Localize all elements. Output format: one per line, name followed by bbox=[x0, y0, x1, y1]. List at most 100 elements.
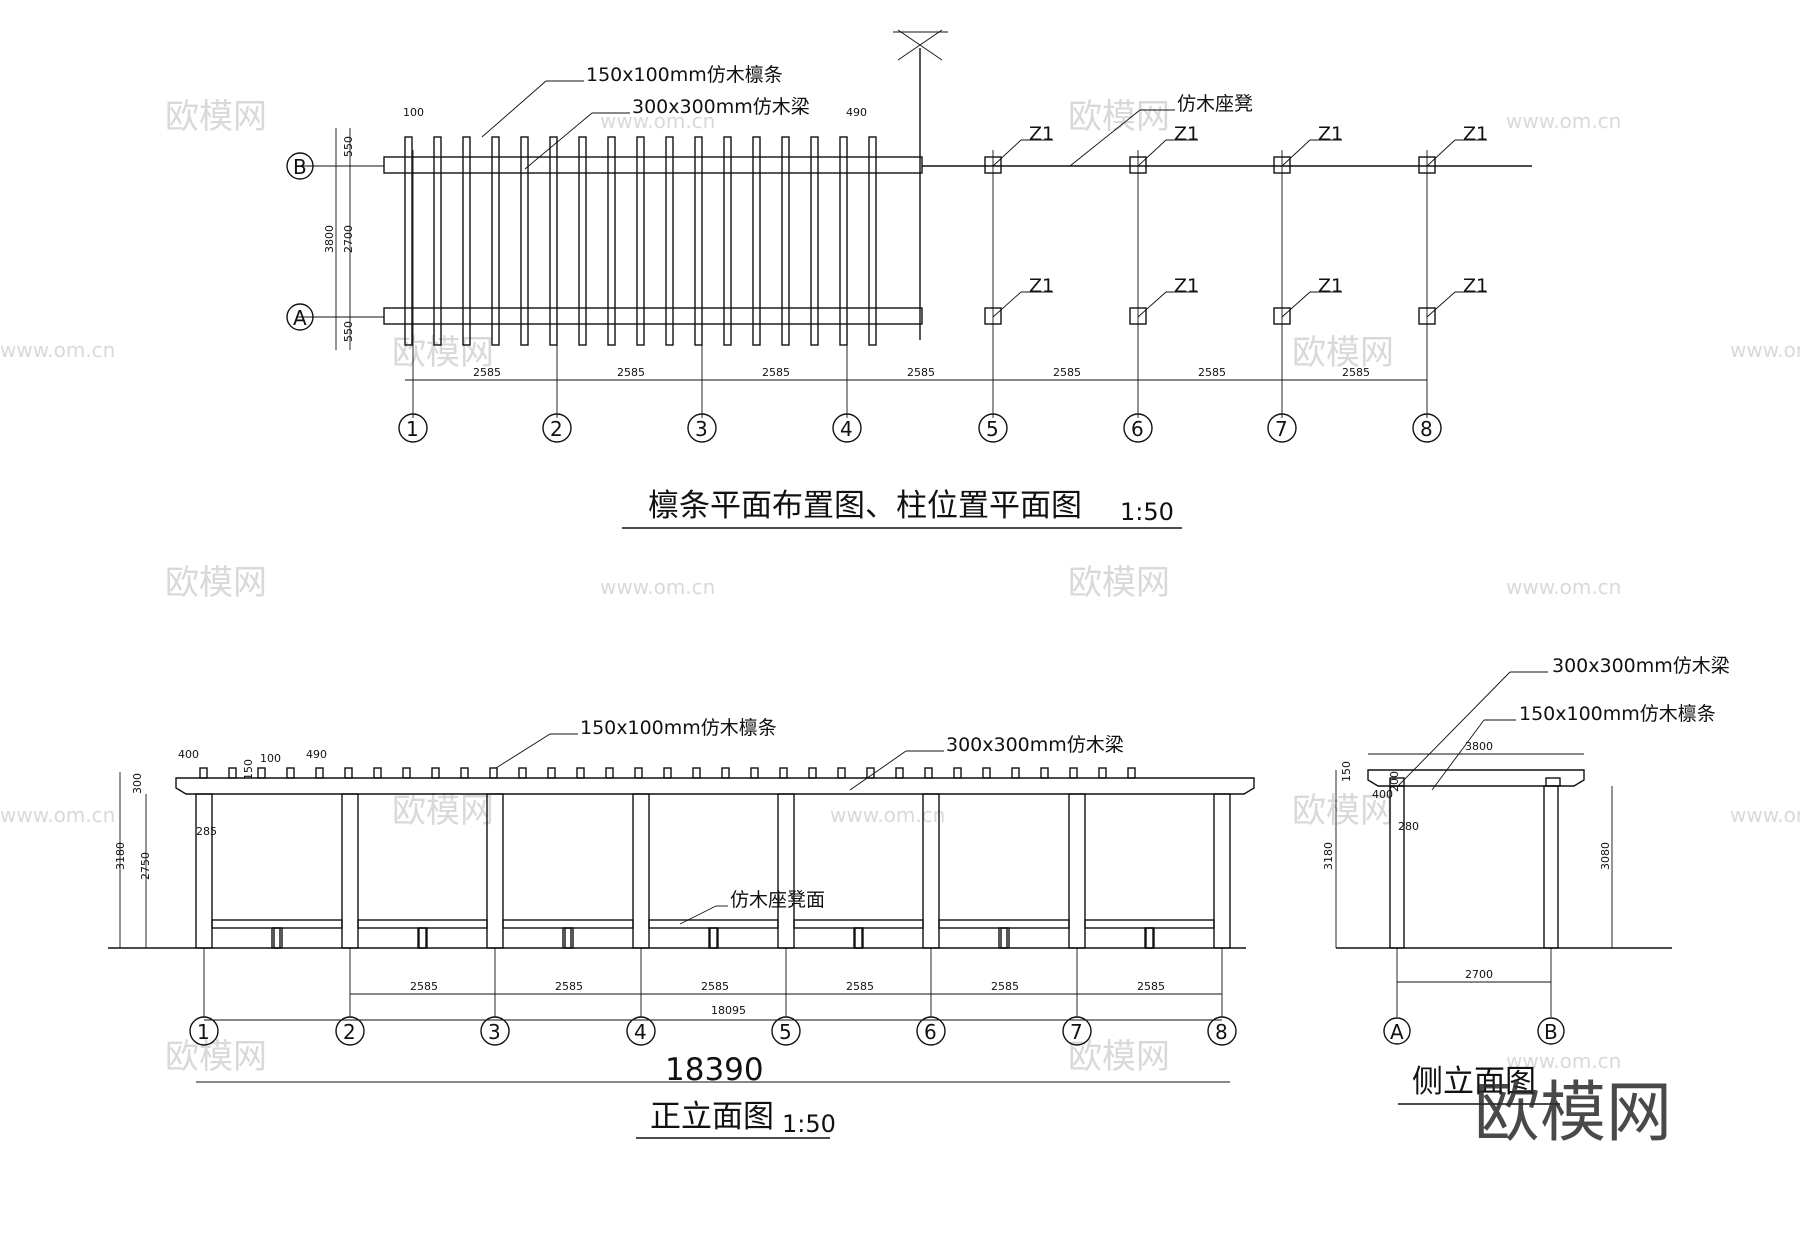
watermark-url-1: www.om.cn bbox=[1506, 575, 1621, 599]
front-seat-1 bbox=[211, 919, 343, 929]
front-axis-label-4: 4 bbox=[634, 1020, 647, 1044]
front-purlin-18 bbox=[721, 767, 730, 779]
front-purlin-6 bbox=[373, 767, 382, 779]
plan-column-b-6 bbox=[1129, 156, 1147, 174]
plan-beam-leader bbox=[524, 112, 593, 170]
front-axis-label-1: 1 bbox=[197, 1020, 210, 1044]
side-column-b bbox=[1543, 785, 1559, 949]
side-dim-400: 400 bbox=[1372, 788, 1393, 801]
plan-dim-2700: 2700 bbox=[342, 225, 355, 253]
watermark-logo-1: 欧模网 bbox=[1068, 97, 1170, 137]
front-purlin-15 bbox=[634, 767, 643, 779]
front-column-2 bbox=[341, 793, 359, 949]
plan-purlin-4 bbox=[520, 136, 529, 346]
front-seat-4 bbox=[648, 919, 779, 929]
front-seat-leg-r-5 bbox=[854, 927, 864, 949]
plan-purlin-11 bbox=[723, 136, 732, 346]
plan-column-tag-b-5: Z1 bbox=[1029, 123, 1054, 145]
plan-row-axis-b bbox=[286, 152, 314, 180]
front-purlin-14 bbox=[605, 767, 614, 779]
front-bay-dim-3: 2585 bbox=[701, 980, 729, 993]
plan-label-bench: 仿木座凳 bbox=[1177, 93, 1253, 115]
front-purlin-19 bbox=[750, 767, 759, 779]
watermark-url-5: www.om.cn bbox=[1730, 803, 1800, 827]
side-dim-200: 200 bbox=[1388, 771, 1401, 792]
front-purlin-4 bbox=[315, 767, 324, 779]
front-dim-490: 490 bbox=[306, 748, 327, 761]
plan-column-a-6 bbox=[1129, 307, 1147, 325]
plan-bay-dim-3: 2585 bbox=[762, 366, 790, 379]
front-column-1 bbox=[195, 793, 213, 949]
front-dim-100: 100 bbox=[260, 752, 281, 765]
plan-axis-label-3: 3 bbox=[695, 417, 708, 441]
plan-purlin-6 bbox=[578, 136, 587, 346]
watermark-logo-0: 欧模网 bbox=[165, 97, 267, 137]
front-seat-5 bbox=[793, 919, 924, 929]
plan-column-tag-a-6: Z1 bbox=[1174, 275, 1199, 297]
front-purlin-22 bbox=[837, 767, 846, 779]
front-seat-7 bbox=[1084, 919, 1215, 929]
plan-axis-circle-2 bbox=[542, 413, 572, 443]
front-axis-label-8: 8 bbox=[1215, 1020, 1228, 1044]
front-seat-leg-l-6 bbox=[998, 927, 1008, 949]
plan-column-tag-a-5: Z1 bbox=[1029, 275, 1054, 297]
front-total-length: 18390 bbox=[665, 1052, 764, 1088]
plan-axis-circle-4 bbox=[832, 413, 862, 443]
front-purlin-12 bbox=[547, 767, 556, 779]
plan-column-b-8 bbox=[1418, 156, 1436, 174]
front-column-5 bbox=[777, 793, 795, 949]
side-beam bbox=[1367, 769, 1585, 787]
front-purlin-9 bbox=[460, 767, 469, 779]
plan-axis-label-4: 4 bbox=[840, 417, 853, 441]
plan-bench-leader bbox=[1069, 109, 1141, 167]
front-purlin-26 bbox=[953, 767, 962, 779]
front-purlin-leader bbox=[495, 733, 551, 769]
plan-bay-dim-4: 2585 bbox=[907, 366, 935, 379]
front-purlin-21 bbox=[808, 767, 817, 779]
plan-column-b-5 bbox=[984, 156, 1002, 174]
side-dim-3080: 3080 bbox=[1599, 842, 1612, 870]
front-beam bbox=[175, 777, 1255, 795]
plan-purlin-5 bbox=[549, 136, 558, 346]
plan-axis-circle-7 bbox=[1267, 413, 1297, 443]
front-dim-2750: 2750 bbox=[139, 852, 152, 880]
front-bay-dim-5: 2585 bbox=[991, 980, 1019, 993]
front-purlin-0 bbox=[199, 767, 208, 779]
plan-purlin-1 bbox=[433, 136, 442, 346]
front-dim-300: 300 bbox=[131, 773, 144, 794]
front-label-purlin: 150x100mm仿木檩条 bbox=[580, 717, 777, 739]
plan-north-x2 bbox=[897, 29, 943, 61]
plan-purlin-3 bbox=[491, 136, 500, 346]
front-purlin-10 bbox=[489, 767, 498, 779]
watermark-logo-8: 欧模网 bbox=[392, 333, 494, 373]
plan-beam-a-hatched bbox=[383, 307, 923, 325]
watermark-logo-large: 欧模网 bbox=[1474, 1074, 1672, 1151]
front-column-4 bbox=[632, 793, 650, 949]
plan-purlin-13 bbox=[781, 136, 790, 346]
front-dim-400: 400 bbox=[178, 748, 199, 761]
side-dim-2700: 2700 bbox=[1465, 968, 1493, 981]
plan-col-leader-b-6 bbox=[1137, 139, 1167, 167]
plan-dim-550-bottom: 550 bbox=[342, 321, 355, 342]
front-purlin-23 bbox=[866, 767, 875, 779]
plan-dim-100: 100 bbox=[403, 106, 424, 119]
side-axis-a bbox=[1383, 1017, 1411, 1045]
watermark-url-4: www.om.cn bbox=[830, 803, 945, 827]
front-bay-dim-1: 2585 bbox=[410, 980, 438, 993]
plan-label-beam: 300x300mm仿木梁 bbox=[632, 96, 810, 118]
plan-purlin-leader bbox=[481, 80, 547, 138]
front-scale: 1:50 bbox=[782, 1110, 836, 1138]
side-dim-280: 280 bbox=[1398, 820, 1419, 833]
front-purlin-3 bbox=[286, 767, 295, 779]
front-purlin-13 bbox=[576, 767, 585, 779]
front-purlin-32 bbox=[1127, 767, 1136, 779]
plan-row-axis-a-label: A bbox=[293, 306, 307, 330]
front-dim-3180: 3180 bbox=[114, 842, 127, 870]
front-seat-6 bbox=[938, 919, 1070, 929]
plan-purlin-7 bbox=[607, 136, 616, 346]
plan-axis-circle-1 bbox=[398, 413, 428, 443]
front-purlin-17 bbox=[692, 767, 701, 779]
front-bay-dim-6: 2585 bbox=[1137, 980, 1165, 993]
